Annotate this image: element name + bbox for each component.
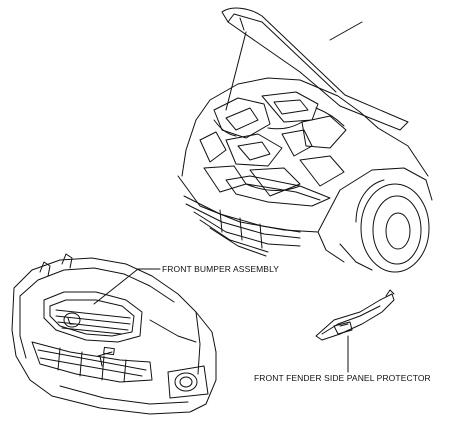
car-illustration [177,7,433,273]
fender-protector-illustration [315,289,395,341]
front-bumper-assembly-label: FRONT BUMPER ASSEMBLY [162,264,280,274]
front-bumper-illustration [11,253,217,415]
front-fender-side-panel-protector-label: FRONT FENDER SIDE PANEL PROTECTOR [254,373,431,383]
bumper-leader-line [93,268,161,305]
